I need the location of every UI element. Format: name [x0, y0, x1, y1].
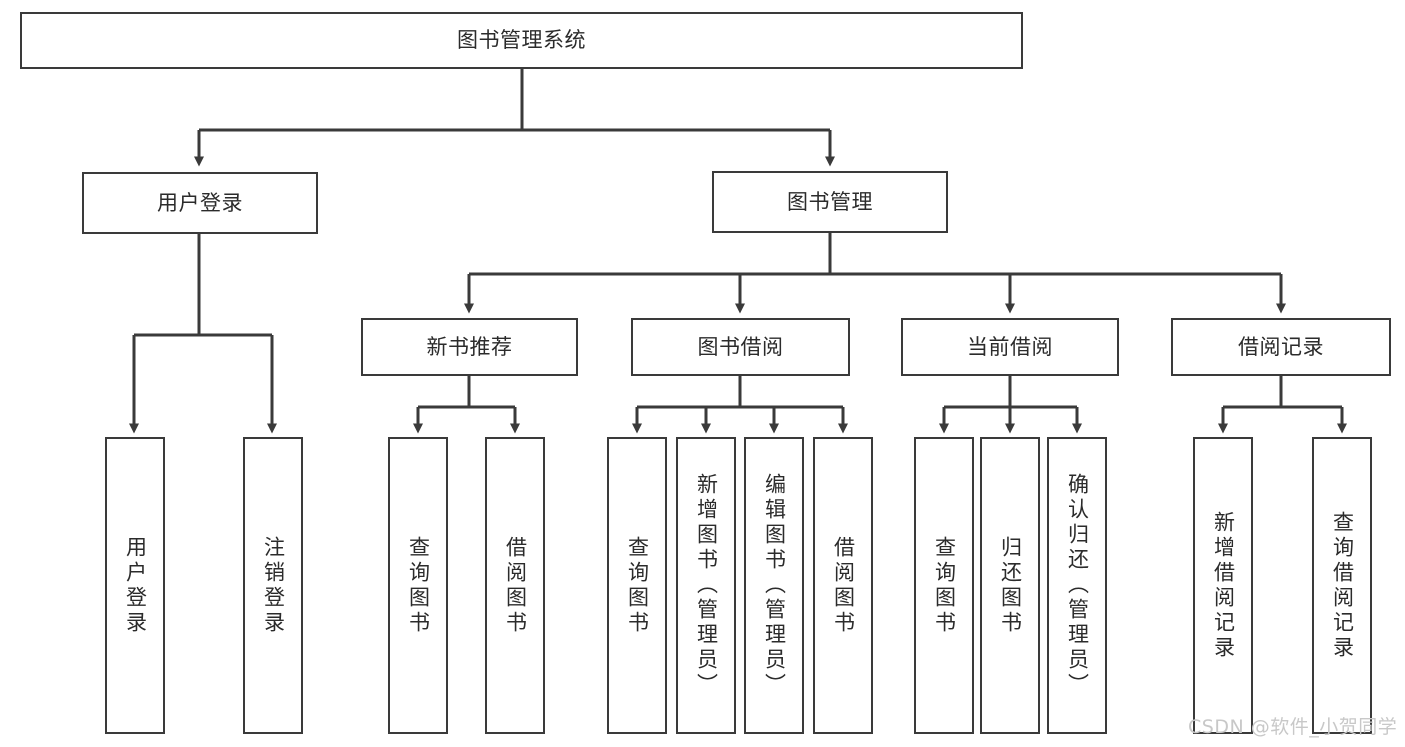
node-new-book-recommend[interactable]: 新书推荐	[361, 318, 578, 376]
leaf-book-borrow-borrow[interactable]: 借阅图书	[813, 437, 873, 734]
node-label: 新增图书（管理员）	[694, 473, 719, 698]
node-current-borrow[interactable]: 当前借阅	[901, 318, 1119, 376]
node-label: 借阅图书	[503, 535, 528, 636]
leaf-current-borrow-confirm-return[interactable]: 确认归还（管理员）	[1047, 437, 1107, 734]
leaf-current-borrow-query[interactable]: 查询图书	[914, 437, 974, 734]
node-label: 查询借阅记录	[1330, 510, 1355, 661]
node-label: 确认归还（管理员）	[1065, 473, 1090, 698]
node-label: 编辑图书（管理员）	[762, 473, 787, 698]
leaf-borrow-record-query[interactable]: 查询借阅记录	[1312, 437, 1372, 734]
leaf-new-book-query[interactable]: 查询图书	[388, 437, 448, 734]
node-label: 图书管理系统	[457, 28, 586, 53]
node-root-system[interactable]: 图书管理系统	[20, 12, 1023, 69]
leaf-book-borrow-edit[interactable]: 编辑图书（管理员）	[744, 437, 804, 734]
node-label: 用户登录	[157, 190, 243, 215]
node-label: 借阅图书	[831, 535, 856, 636]
leaf-borrow-record-add[interactable]: 新增借阅记录	[1193, 437, 1253, 734]
node-borrow-record[interactable]: 借阅记录	[1171, 318, 1391, 376]
leaf-user-login-logout[interactable]: 注销登录	[243, 437, 303, 734]
node-label: 借阅记录	[1238, 334, 1324, 359]
node-label: 新书推荐	[426, 334, 513, 359]
node-label: 图书借阅	[697, 334, 784, 359]
node-label: 新增借阅记录	[1211, 510, 1236, 661]
node-label: 用户登录	[123, 535, 148, 636]
node-label: 查询图书	[625, 535, 650, 636]
node-book-management[interactable]: 图书管理	[712, 171, 948, 233]
node-label: 查询图书	[932, 535, 957, 636]
node-label: 归还图书	[998, 535, 1023, 636]
leaf-new-book-borrow[interactable]: 借阅图书	[485, 437, 545, 734]
csdn-watermark: CSDN @软件_小贺同学	[1188, 716, 1398, 738]
node-label: 当前借阅	[967, 334, 1053, 359]
leaf-user-login-login[interactable]: 用户登录	[105, 437, 165, 734]
leaf-book-borrow-add[interactable]: 新增图书（管理员）	[676, 437, 736, 734]
node-label: 图书管理	[787, 189, 873, 214]
node-label: 注销登录	[261, 535, 286, 636]
node-label: 查询图书	[406, 535, 431, 636]
leaf-book-borrow-query[interactable]: 查询图书	[607, 437, 667, 734]
node-user-login[interactable]: 用户登录	[82, 172, 318, 234]
leaf-current-borrow-return[interactable]: 归还图书	[980, 437, 1040, 734]
node-book-borrow[interactable]: 图书借阅	[631, 318, 850, 376]
